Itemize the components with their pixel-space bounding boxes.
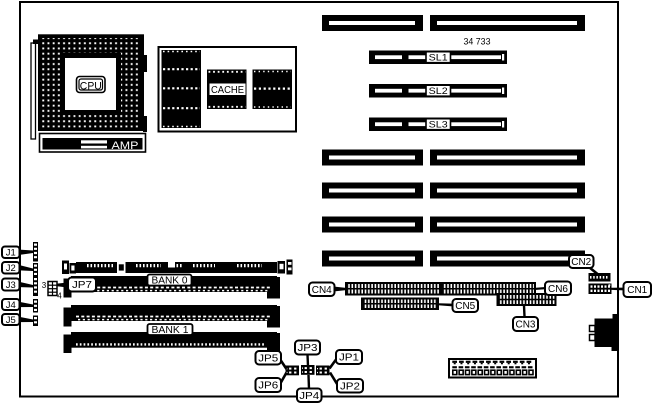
svg-text:JP1: JP1 (339, 352, 359, 364)
svg-text:JP4: JP4 (299, 390, 319, 402)
svg-text:SL3: SL3 (429, 120, 448, 131)
svg-text:CN6: CN6 (548, 283, 568, 295)
svg-text:JP6: JP6 (258, 380, 278, 392)
svg-text:J4: J4 (6, 300, 16, 311)
svg-text:3: 3 (42, 281, 47, 290)
svg-text:CACHE: CACHE (211, 84, 244, 96)
svg-text:BANK 0: BANK 0 (152, 276, 188, 287)
svg-text:CPU: CPU (80, 80, 102, 92)
svg-text:4: 4 (57, 292, 62, 301)
svg-text:34 733: 34 733 (464, 37, 491, 47)
svg-text:AMP: AMP (112, 140, 139, 152)
svg-text:JP5: JP5 (258, 352, 278, 364)
svg-text:SL1: SL1 (429, 53, 448, 64)
svg-text:J2: J2 (6, 263, 16, 274)
svg-text:CN3: CN3 (516, 319, 536, 331)
svg-text:CN2: CN2 (571, 256, 591, 268)
svg-text:CN4: CN4 (312, 284, 332, 296)
svg-text:CN5: CN5 (455, 300, 475, 312)
svg-text:J3: J3 (6, 280, 16, 291)
svg-text:J1: J1 (6, 248, 16, 259)
svg-text:J5: J5 (6, 315, 16, 326)
svg-text:BANK 1: BANK 1 (152, 325, 189, 336)
svg-text:JP7: JP7 (72, 279, 92, 291)
svg-text:JP3: JP3 (298, 342, 318, 354)
svg-text:JP2: JP2 (340, 380, 360, 392)
svg-text:CN1: CN1 (627, 284, 647, 296)
svg-text:SL2: SL2 (429, 86, 448, 97)
